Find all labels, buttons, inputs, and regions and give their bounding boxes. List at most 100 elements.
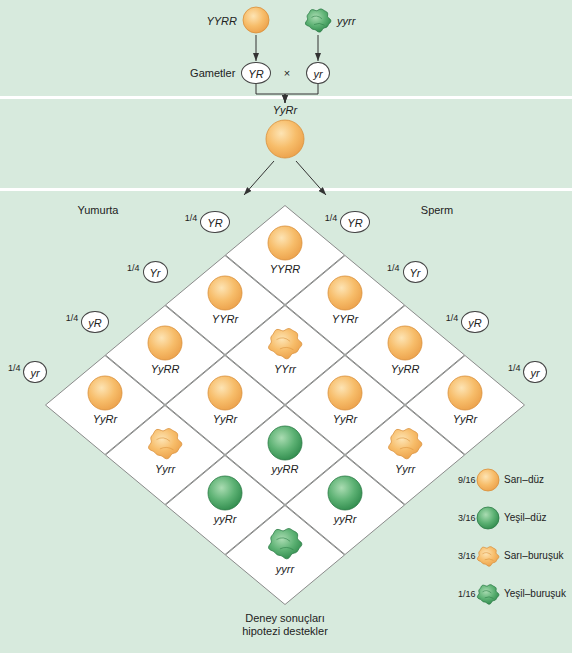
pea-crease [277,338,294,350]
legend-swatch [476,544,500,568]
genotype-label: YYRR [206,15,237,27]
pea-wrinkled [389,429,422,459]
legend-swatch [476,506,500,530]
pea-crease [483,591,494,599]
connector-arrow [256,84,285,103]
gamete-label: yR [468,317,481,329]
gamete-circle: yr [23,361,46,383]
legend-text: Sarı–düz [504,474,544,486]
legend-text: Yeşil–buruşuk [504,588,566,600]
pea-wrinkled [305,9,330,32]
pea-smooth [477,507,499,529]
pea-smooth [388,326,422,360]
gamete-label: YR [207,217,222,229]
gamete-circle: yr [306,62,329,84]
fraction-label: 3/16 [458,513,476,524]
pea-crease [277,538,294,550]
text-label: Yumurta [78,204,119,217]
pea-wrinkled [149,429,182,459]
fraction-label: 1/4 [508,363,521,374]
legend-swatch [476,468,500,492]
gamete-label: Yr [150,267,161,279]
fraction-label: 1/4 [185,213,198,224]
genotype-label: YyRr [273,104,297,117]
fraction-label: 1/16 [458,589,476,600]
pea-smooth [328,276,362,310]
connector-arrow [318,35,319,61]
gamete-label: YR [347,217,362,229]
gamete-label: Yr [410,267,421,279]
pea-smooth [208,376,242,410]
pea-wrinkled [477,585,499,605]
pea-smooth [208,476,242,510]
gamete-circle: YR [241,62,270,84]
fraction-label: 1/4 [8,363,21,374]
pea-crease [397,438,414,450]
gamete-label: yR [88,317,101,329]
fraction-label: 1/4 [446,313,459,324]
pea-smooth [268,426,302,460]
gamete-circle: Yr [403,261,428,283]
legend-text: Yeşil–düz [504,512,546,524]
pea-figure [242,6,270,34]
gamete-label: YR [248,68,263,80]
genotype-wrap: yyrr [337,11,355,29]
fraction-label: 1/4 [387,263,400,274]
pea-smooth [88,376,122,410]
pea-smooth [477,469,499,491]
pea-smooth [148,326,182,360]
connector-arrow [285,84,318,103]
pea-smooth [328,376,362,410]
gamete-label: yr [530,367,539,379]
legend-row: Yeşil–buruşuk [476,582,566,606]
fraction-label: 9/16 [458,475,476,486]
pea-figure [304,6,332,34]
pea-crease [157,438,174,450]
f1-pea: YyRr [263,104,307,161]
genotype-wrap: YYRR [206,11,237,29]
cell-outline [225,505,345,605]
fraction-label: 1/4 [127,263,140,274]
connector-arrow [256,35,257,61]
pea-crease [312,16,325,25]
cell-diamond [226,506,345,605]
pea-smooth [268,226,302,260]
gamete-circle: yr [523,361,546,383]
punnett-cell: yyrr [225,505,345,605]
pea-wrinkled [269,529,302,559]
pea-figure [263,117,307,161]
pea-wrinkled [269,329,302,359]
egg-arrow [244,161,274,195]
pea-smooth [266,120,304,158]
genotype-label: yyrr [225,563,345,576]
sperm-arrow [296,161,326,195]
gamete-circle: Yr [143,261,168,283]
parent-pea: yyrr [304,6,355,34]
genotype-label: yyrr [337,15,355,27]
pea-smooth [448,376,482,410]
text-label: Gametler [190,67,235,80]
legend-row: Sarı–buruşuk [476,544,563,568]
gamete-circle: yR [461,311,488,333]
gamete-circle: yR [81,311,108,333]
legend-row: Yeşil–düz [476,506,546,530]
parent-pea: YYRR [206,6,270,34]
fraction-label: 3/16 [458,551,476,562]
gamete-circle: YR [340,211,369,233]
text-label: Deney sonuçları hipotezi destekler [229,612,341,638]
fraction-label: 1/4 [325,213,338,224]
band [0,0,572,96]
legend-row: Sarı–düz [476,468,544,492]
pea-smooth [243,7,269,33]
pea-smooth [208,276,242,310]
text-label: × [284,67,290,80]
pea-wrinkled [477,547,499,567]
pea-smooth [328,476,362,510]
gamete-label: yr [313,68,322,80]
pea-crease [483,553,494,561]
gamete-circle: YR [200,211,229,233]
text-label: Sperm [421,204,453,217]
legend-text: Sarı–buruşuk [504,550,563,562]
fraction-label: 1/4 [66,313,79,324]
